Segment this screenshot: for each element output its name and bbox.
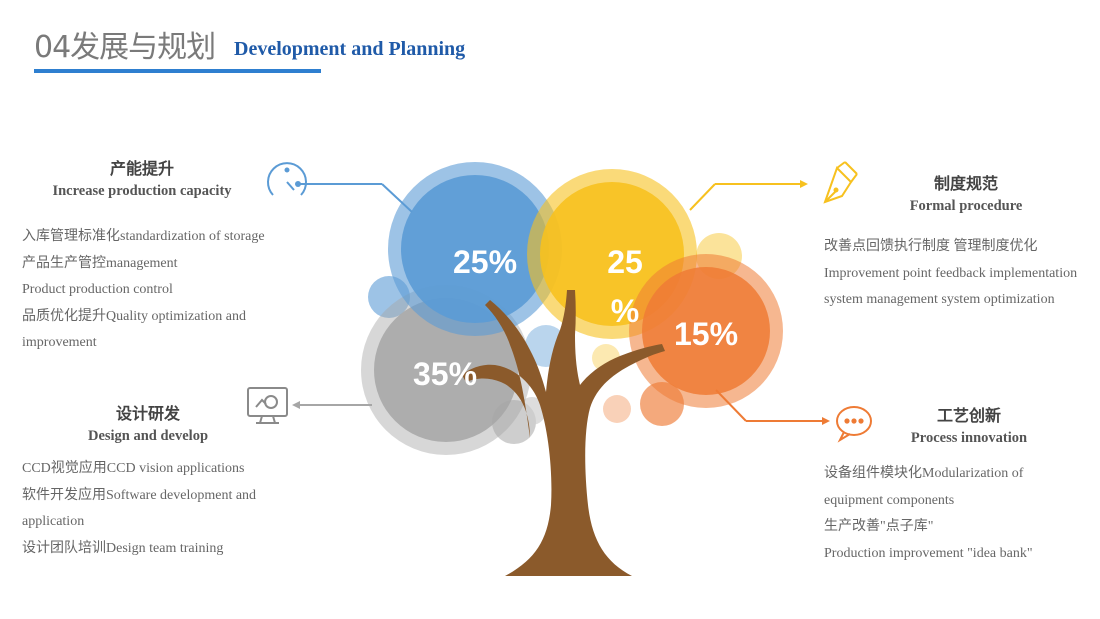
circle-orange [629,254,783,408]
chat-bubble-icon [836,406,872,443]
pct-orange: 15% [673,316,739,352]
list-item: application [22,514,85,529]
circle-blue [388,162,562,336]
bubble-orange-light [603,395,631,423]
gauge-icon [267,162,307,196]
list-item: 设备组件模块化Modularization of [824,466,1024,481]
heading-innovation-en: Process innovation [910,430,1028,446]
list-item: Product production control [22,282,173,297]
list-capacity: 入库管理标准化standardization of storage 产品生产管控… [22,224,265,357]
list-item: improvement [22,335,97,350]
list-item: 入库管理标准化standardization of storage [22,229,265,244]
pct-blue: 25% [452,244,518,280]
pct-gray: 35% [412,356,478,392]
list-design: CCD视觉应用CCD vision applications 软件开发应用Sof… [22,456,256,562]
list-innovation: 设备组件模块化Modularization of equipment compo… [824,461,1033,567]
connector-procedure [689,180,808,211]
tree-trunk [462,290,665,576]
list-item: system management system optimization [824,292,1055,307]
pct-yellow-top: 25 [607,244,643,280]
pen-nib-icon [823,161,858,204]
heading-innovation: 工艺创新 Process innovation [869,402,1069,447]
list-item: 设计团队培训Design team training [22,540,224,556]
heading-procedure-cn: 制度规范 [933,174,998,193]
list-item: equipment components [824,492,955,508]
page-title-cn: 04发展与规划 [34,30,216,65]
list-item: 品质优化提升Quality optimization and [22,308,246,324]
pct-yellow-bottom: % [610,293,640,329]
heading-design: 设计研发 Design and develop [48,400,248,445]
list-item: Improvement point feedback implementatio… [824,265,1078,281]
heading-design-en: Design and develop [87,428,209,444]
list-item: CCD视觉应用CCD vision applications [22,461,245,476]
heading-innovation-cn: 工艺创新 [936,406,1001,425]
heading-capacity-cn: 产能提升 [109,159,174,178]
list-procedure: 改善点回馈执行制度 管理制度优化 Improvement point feedb… [824,234,1077,314]
heading-procedure-en: Formal procedure [909,198,1023,214]
page-title-en: Development and Planning [234,38,466,60]
list-item: 生产改善"点子库" [824,519,934,534]
connector-capacity [295,181,413,213]
connector-design [292,401,372,409]
monitor-icon [247,387,288,424]
heading-capacity-en: Increase production capacity [52,183,232,199]
list-item: 改善点回馈执行制度 管理制度优化 [824,239,1038,254]
heading-capacity: 产能提升 Increase production capacity [42,155,242,200]
list-item: 产品生产管控management [22,255,178,271]
list-item: 软件开发应用Software development and [22,487,257,503]
list-item: Production improvement "idea bank" [824,545,1033,561]
heading-design-cn: 设计研发 [115,404,180,423]
heading-procedure: 制度规范 Formal procedure [866,170,1066,215]
title-underline [34,69,321,73]
